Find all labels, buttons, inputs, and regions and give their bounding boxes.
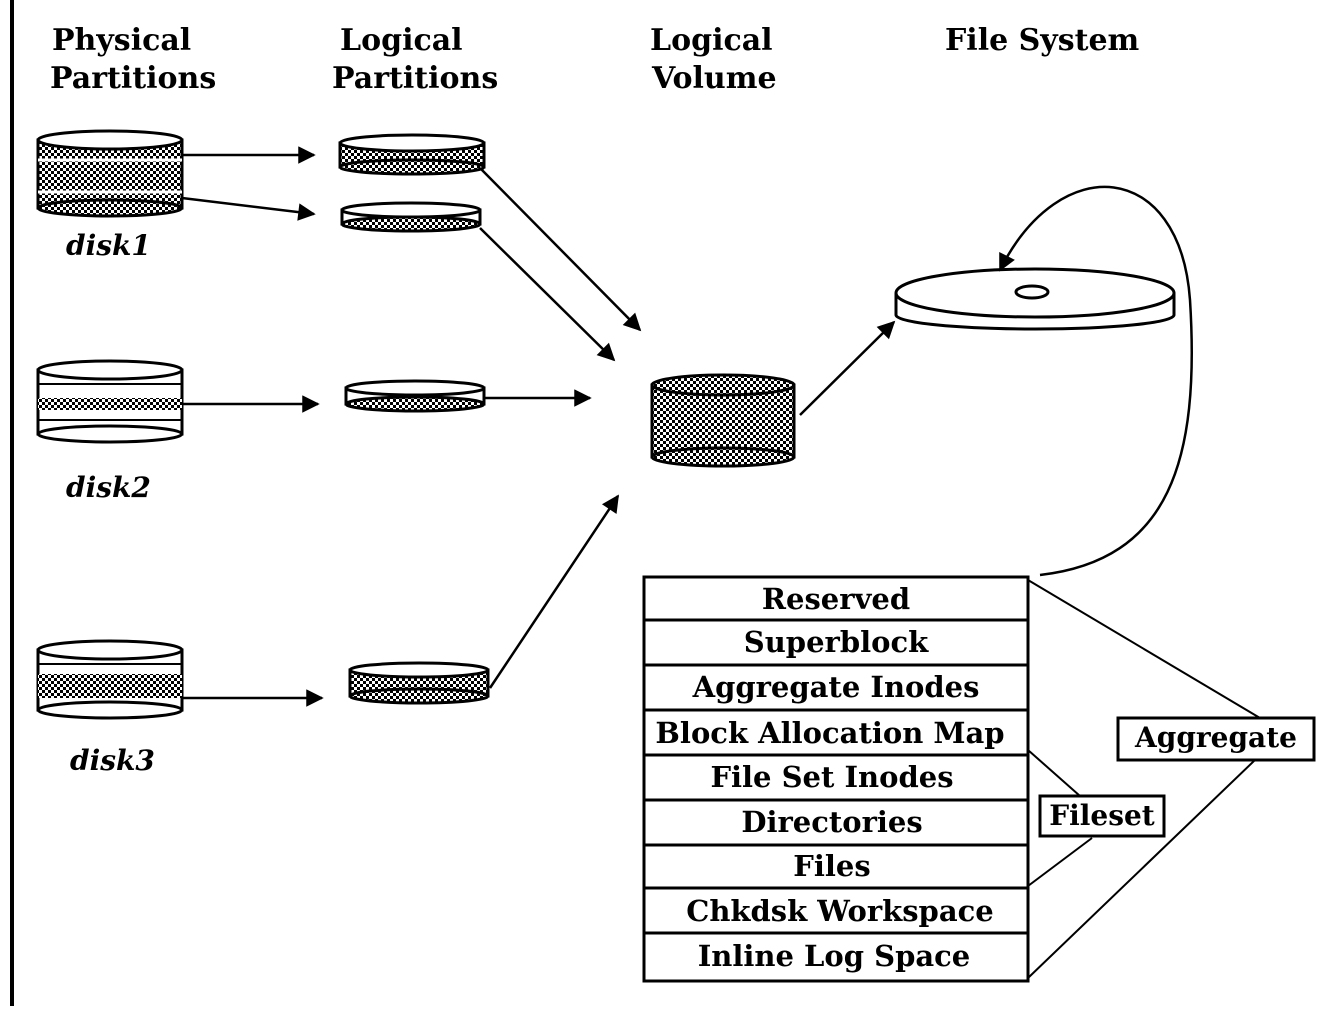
header-physical-line1: Physical [52,23,191,58]
physical-disk-1 [36,129,184,218]
logical-volume [650,373,796,468]
disk1-label: disk1 [66,229,151,262]
logical-partition-2 [340,201,482,233]
physical-disk-2 [36,359,184,444]
arrows [181,146,1193,707]
row-chkdsk-workspace: Chkdsk Workspace [686,894,993,928]
row-file-set-inodes: File Set Inodes [710,760,953,794]
row-directories: Directories [741,805,922,839]
physical-disk-3 [36,639,184,720]
row-inline-log-space: Inline Log Space [698,939,971,973]
row-superblock: Superblock [744,625,929,659]
disk3-label: disk3 [70,744,155,777]
arrow-lv-to-fs [799,320,896,416]
disk2-label: disk2 [66,471,151,504]
logical-partition-4 [348,661,490,705]
row-reserved: Reserved [762,582,910,616]
logical-partition-3 [344,379,486,413]
logical-partition-1 [338,133,486,176]
arrow-lp1-to-lv [479,167,642,332]
row-block-allocation-map: Block Allocation Map [655,716,1004,750]
file-system-platter [894,267,1176,331]
header-physical-line2: Partitions [50,61,216,96]
aggregate-bracket [1027,579,1261,979]
header-logical-partitions-line1: Logical [340,23,463,58]
arrow-lp2-to-lv [479,227,616,362]
header-logical-volume-line2: Volume [651,61,777,96]
header-file-system: File System [945,23,1140,58]
aggregate-label-box: Aggregate [1116,716,1316,762]
arrow-lp4-to-lv [488,494,620,689]
aggregate-label: Aggregate [1134,721,1297,754]
fileset-label-box: Fileset [1038,794,1166,838]
aggregate-layout-table: Reserved Superblock Aggregate Inodes Blo… [642,575,1030,983]
header-logical-partitions-line2: Partitions [332,61,498,96]
curve-arrow-aggregate-to-fs [998,185,1193,577]
row-files: Files [793,849,870,883]
header-logical-volume-line1: Logical [650,23,773,58]
fileset-label: Fileset [1049,799,1155,832]
arrow-disk1-to-lp2 [181,196,316,221]
row-aggregate-inodes: Aggregate Inodes [692,670,980,704]
fileset-bracket [1027,749,1093,887]
